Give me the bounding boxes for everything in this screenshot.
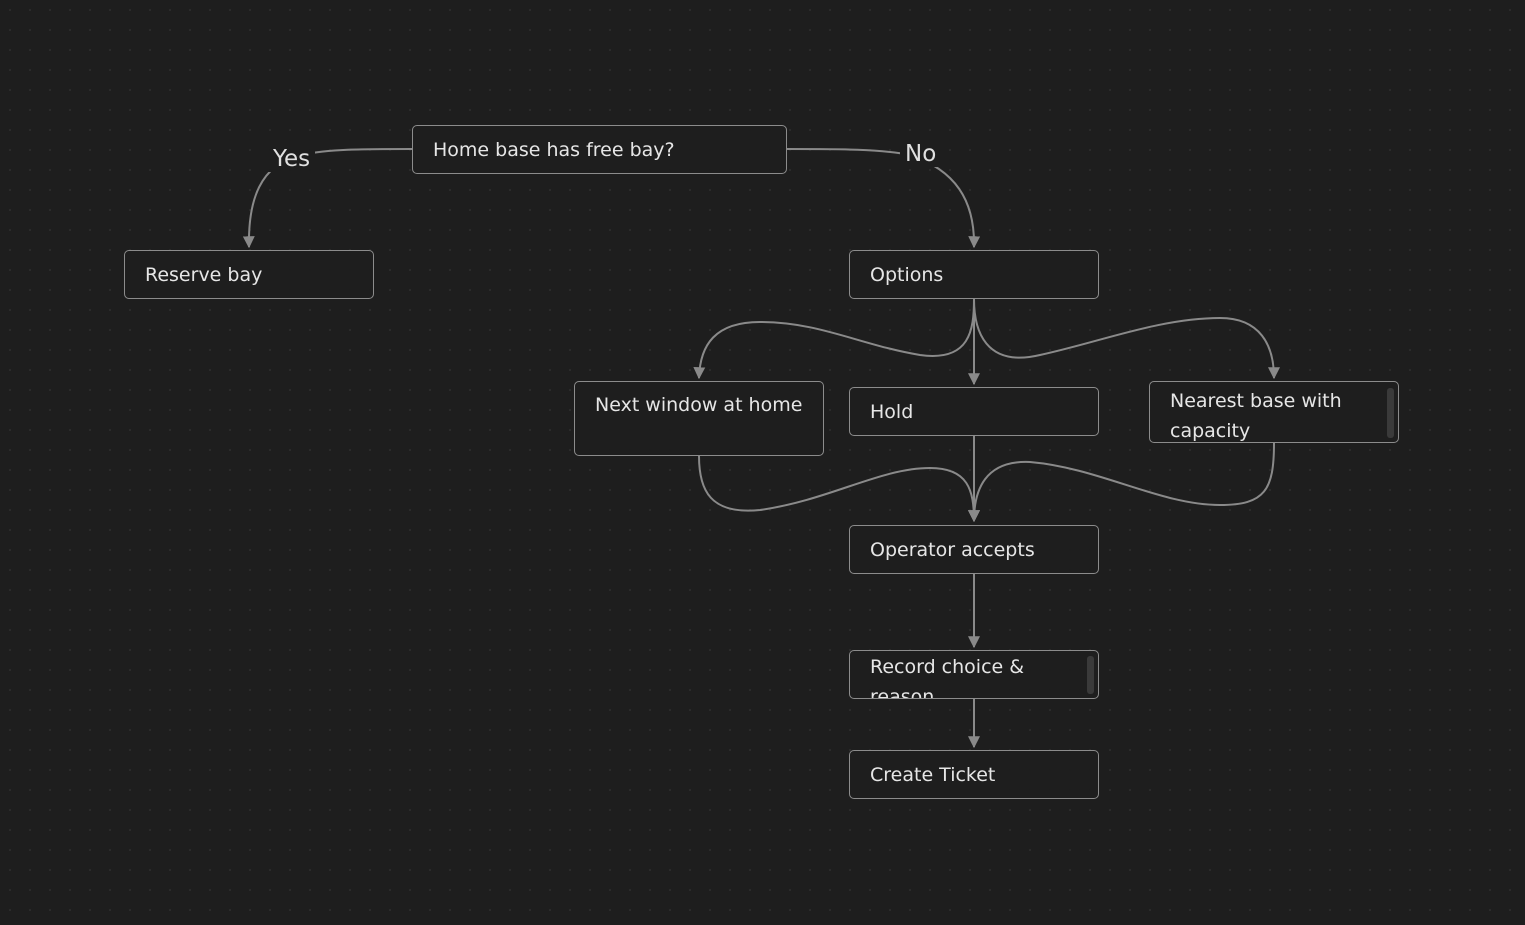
- node-decision[interactable]: Home base has free bay?: [412, 125, 787, 174]
- node-decision-label: Home base has free bay?: [433, 139, 675, 161]
- node-options[interactable]: Options: [849, 250, 1099, 299]
- edge-next-window-to-operator: [698, 455, 980, 523]
- node-next-window-label: Next window at home: [595, 394, 803, 416]
- node-hold-label: Hold: [870, 401, 914, 423]
- node-create-ticket-label: Create Ticket: [870, 764, 996, 786]
- edge-options-to-next-window: [693, 298, 975, 380]
- edge-nearest-to-operator: [968, 442, 1275, 523]
- node-hold[interactable]: Hold: [849, 387, 1099, 436]
- node-record-choice-label: Record choice & reason: [870, 656, 1025, 699]
- node-nearest-base-scrollbar[interactable]: [1387, 388, 1394, 438]
- node-record-choice[interactable]: Record choice & reason: [849, 650, 1099, 699]
- node-record-choice-scrollbar[interactable]: [1087, 656, 1094, 694]
- edge-options-to-nearest: [973, 298, 1280, 380]
- edge-label-yes: Yes: [268, 146, 316, 172]
- edge-decision-to-options: [786, 148, 981, 249]
- node-operator-accepts-label: Operator accepts: [870, 539, 1035, 561]
- node-reserve-bay[interactable]: Reserve bay: [124, 250, 374, 299]
- edge-label-no: No: [900, 141, 942, 167]
- node-reserve-bay-label: Reserve bay: [145, 264, 263, 286]
- node-options-label: Options: [870, 264, 944, 286]
- node-nearest-base-label: Nearest base with capacity: [1170, 390, 1342, 442]
- node-next-window[interactable]: Next window at home: [574, 381, 824, 456]
- node-create-ticket[interactable]: Create Ticket: [849, 750, 1099, 799]
- node-operator-accepts[interactable]: Operator accepts: [849, 525, 1099, 574]
- node-nearest-base[interactable]: Nearest base with capacity: [1149, 381, 1399, 443]
